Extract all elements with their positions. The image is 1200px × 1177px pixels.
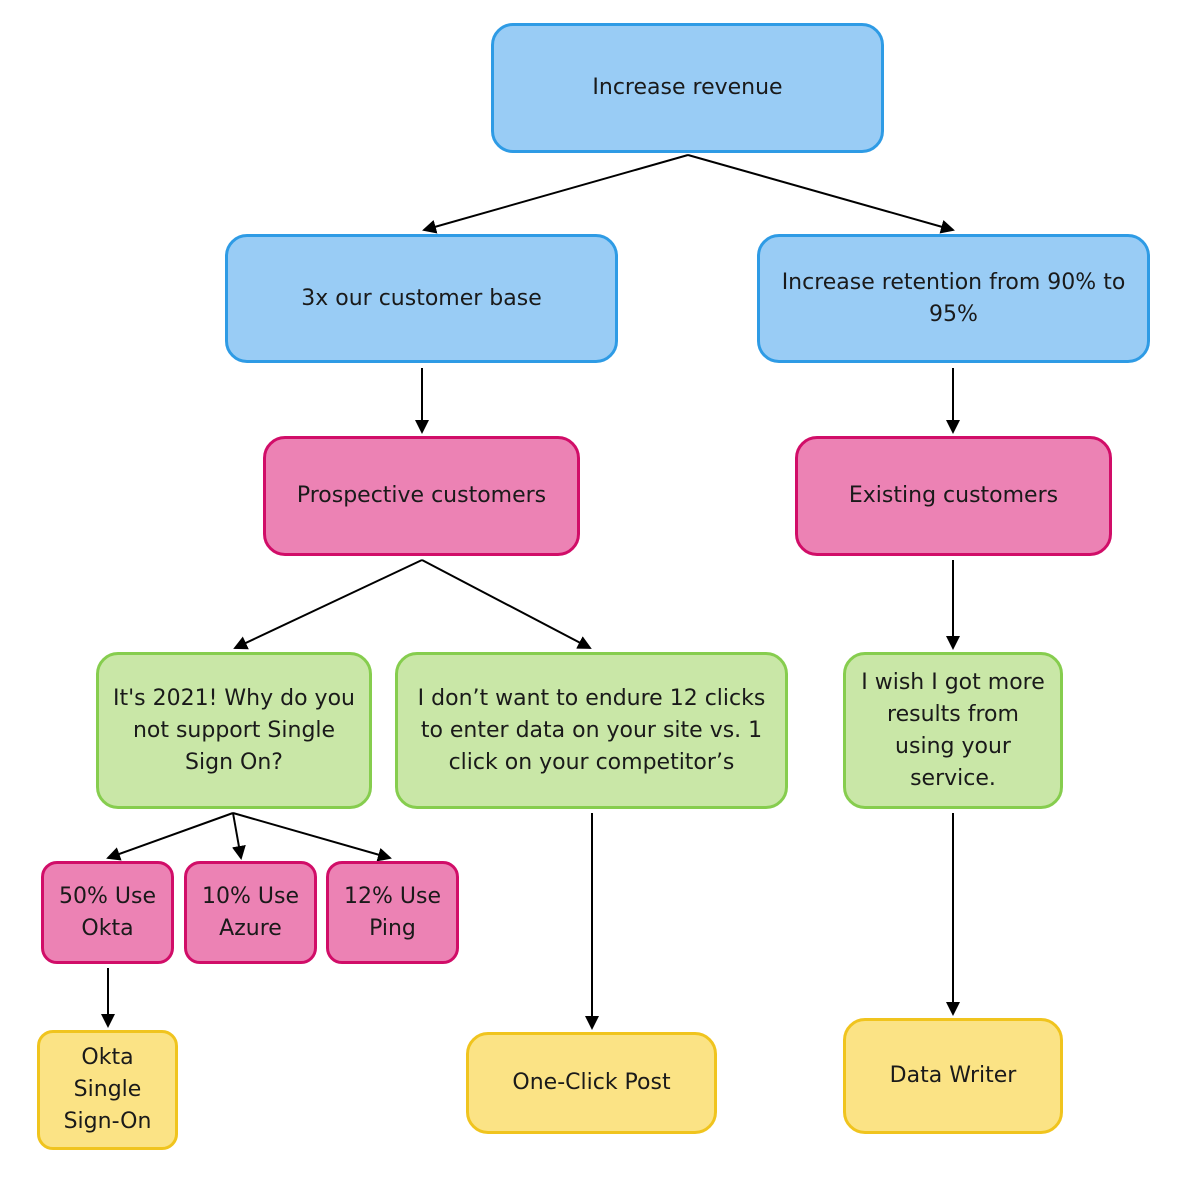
- node-okta-use: 50% Use Okta: [41, 861, 174, 964]
- edge-prospective-to-sso: [233, 559, 423, 650]
- node-label: It's 2021! Why do you not support Single…: [113, 685, 355, 775]
- edge-sso-to-azure: [232, 812, 246, 860]
- node-label: Increase retention from 90% to 95%: [781, 269, 1126, 327]
- node-more-results: I wish I got more results from using you…: [843, 652, 1063, 809]
- edge-revenue-to-customer-base: [422, 154, 689, 234]
- node-label: 12% Use Ping: [344, 883, 441, 941]
- node-data-writer: Data Writer: [843, 1018, 1063, 1134]
- node-customer-base: 3x our customer base: [225, 234, 618, 363]
- node-label: I don’t want to endure 12 clicks to ente…: [417, 685, 766, 775]
- node-label: Prospective customers: [296, 483, 547, 508]
- node-label: Data Writer: [889, 1063, 1017, 1088]
- node-label: Existing customers: [848, 483, 1059, 508]
- node-ping-use: 12% Use Ping: [326, 861, 459, 964]
- node-label: Increase revenue: [592, 75, 783, 100]
- node-one-click-post: One-Click Post: [466, 1032, 717, 1134]
- node-prospective-customers: Prospective customers: [263, 436, 580, 556]
- node-label: 3x our customer base: [301, 285, 542, 311]
- node-azure-use: 10% Use Azure: [184, 861, 317, 964]
- node-increase-revenue: Increase revenue: [491, 23, 884, 153]
- node-label: Okta Single Sign-On: [63, 1045, 152, 1134]
- edge-sso-to-ping: [232, 812, 392, 862]
- edge-prospective-to-clicks: [421, 559, 592, 649]
- node-label: One-Click Post: [512, 1070, 671, 1095]
- node-existing-customers: Existing customers: [795, 436, 1112, 556]
- node-retention: Increase retention from 90% to 95%: [757, 234, 1150, 363]
- node-okta-sso: Okta Single Sign-On: [37, 1030, 178, 1150]
- node-label: 10% Use Azure: [202, 883, 299, 941]
- node-label: 50% Use Okta: [59, 883, 156, 941]
- node-sso-question: It's 2021! Why do you not support Single…: [96, 652, 372, 809]
- edge-sso-to-okta: [106, 812, 234, 861]
- node-clicks-complaint: I don’t want to endure 12 clicks to ente…: [395, 652, 788, 809]
- edge-revenue-to-retention: [687, 154, 955, 234]
- node-label: I wish I got more results from using you…: [861, 669, 1045, 791]
